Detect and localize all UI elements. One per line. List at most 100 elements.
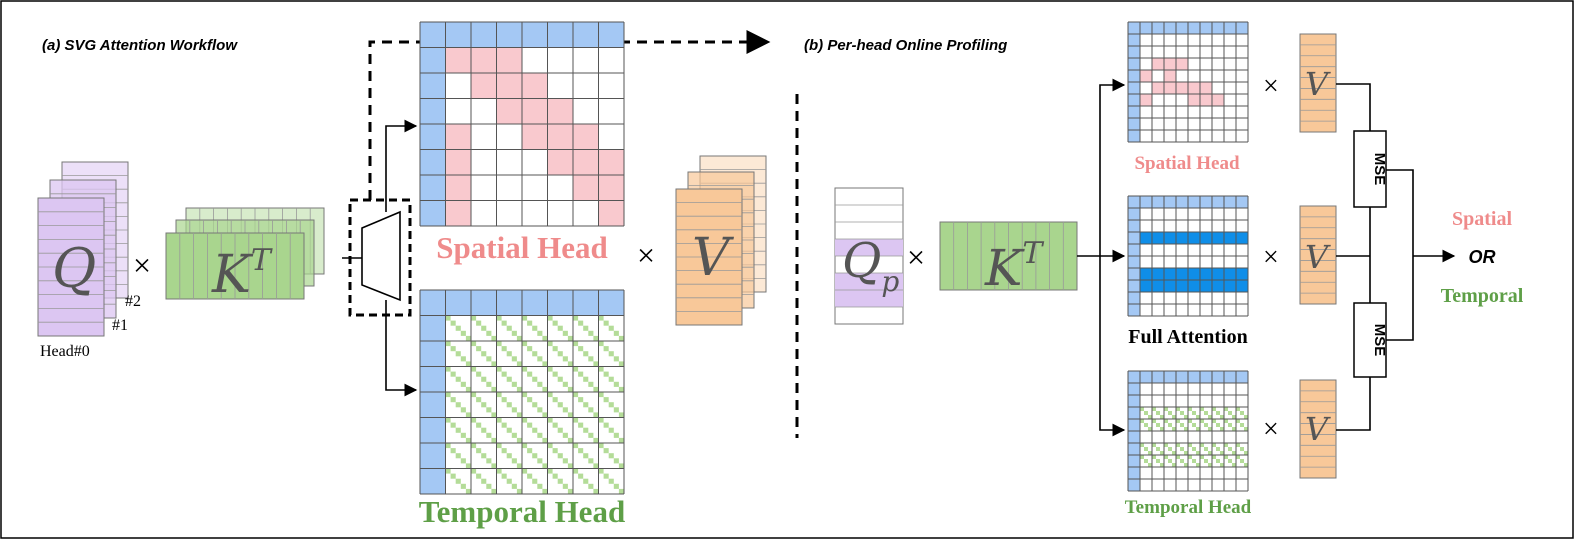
temporal-dot xyxy=(1220,427,1224,431)
header-cell xyxy=(1188,371,1200,383)
temporal-dot xyxy=(542,335,548,341)
temporal-dot xyxy=(1148,451,1152,455)
temporal-dot xyxy=(1216,423,1220,427)
temporal-dot xyxy=(618,361,624,367)
header-cell xyxy=(420,290,446,316)
temporal-dot xyxy=(1152,455,1156,459)
temporal-dot xyxy=(496,315,502,321)
temporal-dot xyxy=(593,386,599,392)
temporal-dot xyxy=(445,366,451,372)
times-sign-qp: × xyxy=(907,239,925,275)
temporal-dot xyxy=(450,320,456,326)
temporal-dot xyxy=(537,407,543,413)
header-cell xyxy=(1176,371,1188,383)
temporal-dot xyxy=(613,407,619,413)
temporal-dot xyxy=(522,315,528,321)
full-cell xyxy=(1212,268,1224,280)
temporal-dot xyxy=(537,432,543,438)
temporal-dot xyxy=(511,407,517,413)
header-cell xyxy=(1176,196,1188,208)
header-cell xyxy=(1128,220,1140,232)
temporal-dot xyxy=(455,351,461,357)
temporal-dot xyxy=(506,453,512,459)
times-sign-3: × xyxy=(1263,414,1279,445)
temporal-dot xyxy=(1204,423,1208,427)
temporal-dot xyxy=(481,325,487,331)
full-cell xyxy=(1140,280,1152,292)
temporal-dot xyxy=(491,488,497,494)
spatial-cell xyxy=(598,149,624,175)
full-cell xyxy=(1164,268,1176,280)
temporal-dot xyxy=(501,473,507,479)
temporal-dot xyxy=(506,478,512,484)
temporal-dot xyxy=(598,443,604,449)
temporal-dot xyxy=(562,407,568,413)
temporal-dot xyxy=(552,397,558,403)
header-cell xyxy=(598,290,624,316)
spatial-cell xyxy=(1200,94,1212,106)
temporal-dot xyxy=(511,356,517,362)
header-cell xyxy=(1152,22,1164,34)
temporal-dot xyxy=(532,478,538,484)
temporal-dot xyxy=(1224,419,1228,423)
temporal-dot xyxy=(1172,415,1176,419)
temporal-dot xyxy=(1140,443,1144,447)
temporal-dot xyxy=(608,453,614,459)
temporal-dot xyxy=(557,453,563,459)
temporal-dot xyxy=(516,412,522,418)
temporal-dot xyxy=(1144,423,1148,427)
spatial-cell xyxy=(445,124,471,150)
temporal-dot xyxy=(532,325,538,331)
temporal-dot xyxy=(557,427,563,433)
temporal-dot xyxy=(598,341,604,347)
header-cell xyxy=(1128,208,1140,220)
temporal-dot xyxy=(608,402,614,408)
temporal-dot xyxy=(486,407,492,413)
temporal-dot xyxy=(1232,415,1236,419)
spatial-cell xyxy=(496,98,522,124)
temporal-dot xyxy=(588,407,594,413)
temporal-dot xyxy=(1196,451,1200,455)
header-cell xyxy=(522,22,548,48)
header-cell xyxy=(1128,256,1140,268)
temporal-dot xyxy=(1216,447,1220,451)
temporal-dot xyxy=(460,483,466,489)
spatial-cell xyxy=(547,98,573,124)
full-cell xyxy=(1224,280,1236,292)
header-cell xyxy=(1164,371,1176,383)
temporal-dot xyxy=(608,427,614,433)
temporal-dot xyxy=(1164,443,1168,447)
temporal-dot xyxy=(1160,415,1164,419)
temporal-dot xyxy=(552,346,558,352)
temporal-dot xyxy=(1232,463,1236,467)
header-cell xyxy=(1128,383,1140,395)
temporal-dot xyxy=(618,412,624,418)
temporal-dot xyxy=(465,437,471,443)
header-cell xyxy=(420,392,446,418)
spatial-cell xyxy=(522,98,548,124)
full-cell xyxy=(1164,232,1176,244)
temporal-dot xyxy=(562,330,568,336)
temporal-dot xyxy=(511,483,517,489)
router-dashed-box xyxy=(348,198,412,317)
temporal-dot xyxy=(1240,423,1244,427)
temporal-dot xyxy=(1156,447,1160,451)
temporal-dot xyxy=(522,468,528,474)
temporal-dot xyxy=(522,417,528,423)
temporal-dot xyxy=(1236,419,1240,423)
temporal-dot xyxy=(578,448,584,454)
temporal-dot xyxy=(1172,427,1176,431)
temporal-dot xyxy=(1196,463,1200,467)
temporal-dot xyxy=(527,397,533,403)
temporal-dot xyxy=(460,356,466,362)
spatial-cell xyxy=(573,149,599,175)
temporal-dot xyxy=(465,488,471,494)
header-cell xyxy=(420,443,446,469)
temporal-dot xyxy=(1220,415,1224,419)
header-cell xyxy=(1224,22,1236,34)
matrix-body xyxy=(1299,33,1337,133)
temporal-dot xyxy=(1164,407,1168,411)
header-cell xyxy=(1128,479,1140,491)
qp-matrix xyxy=(834,187,904,325)
qp-label: Qp xyxy=(842,233,899,298)
